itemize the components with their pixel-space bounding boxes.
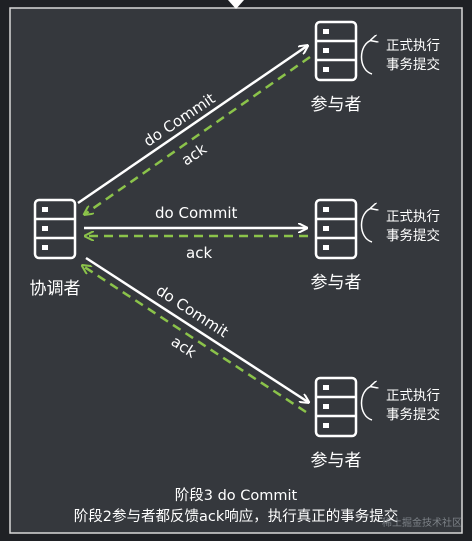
do-commit-arrow-top (77, 46, 307, 205)
watermark-text: 稀土掘金技术社区 (382, 516, 462, 529)
coordinator-label: 协调者 (30, 279, 81, 299)
participant-2-note-line1: 正式执行 (386, 209, 440, 225)
caption-line2: 阶段2参与者都反馈ack响应，执行真正的事务提交 (74, 507, 398, 525)
ack-label-mid: ack (186, 244, 212, 262)
participant-1-label: 参与者 (311, 95, 362, 115)
diagram-panel (9, 7, 463, 534)
participant-2-label: 参与者 (311, 273, 362, 293)
participant-3-note-line2: 事务提交 (386, 406, 440, 423)
top-notch-icon (228, 0, 244, 9)
do-commit-label-mid: do Commit (155, 204, 238, 222)
participant-3-note-line1: 正式执行 (386, 388, 440, 404)
participant-3-label: 参与者 (311, 451, 362, 471)
participant-1-note-line2: 事务提交 (386, 56, 440, 73)
participant-3-server-icon (314, 376, 358, 438)
coordinator-server-icon (33, 198, 77, 260)
participant-2-note-line2: 事务提交 (386, 227, 440, 244)
participant-2-cycle-icon (360, 208, 373, 243)
participant-3-cycle-icon (360, 386, 373, 421)
participant-1-server-icon (314, 20, 358, 82)
participant-1-cycle-icon (360, 40, 373, 75)
ack-arrow-top (85, 55, 311, 214)
caption-line1: 阶段3 do Commit (175, 487, 298, 504)
participant-1-note-line1: 正式执行 (386, 38, 440, 54)
participant-2-server-icon (314, 198, 358, 260)
do-commit-arrow-bot (85, 256, 308, 402)
